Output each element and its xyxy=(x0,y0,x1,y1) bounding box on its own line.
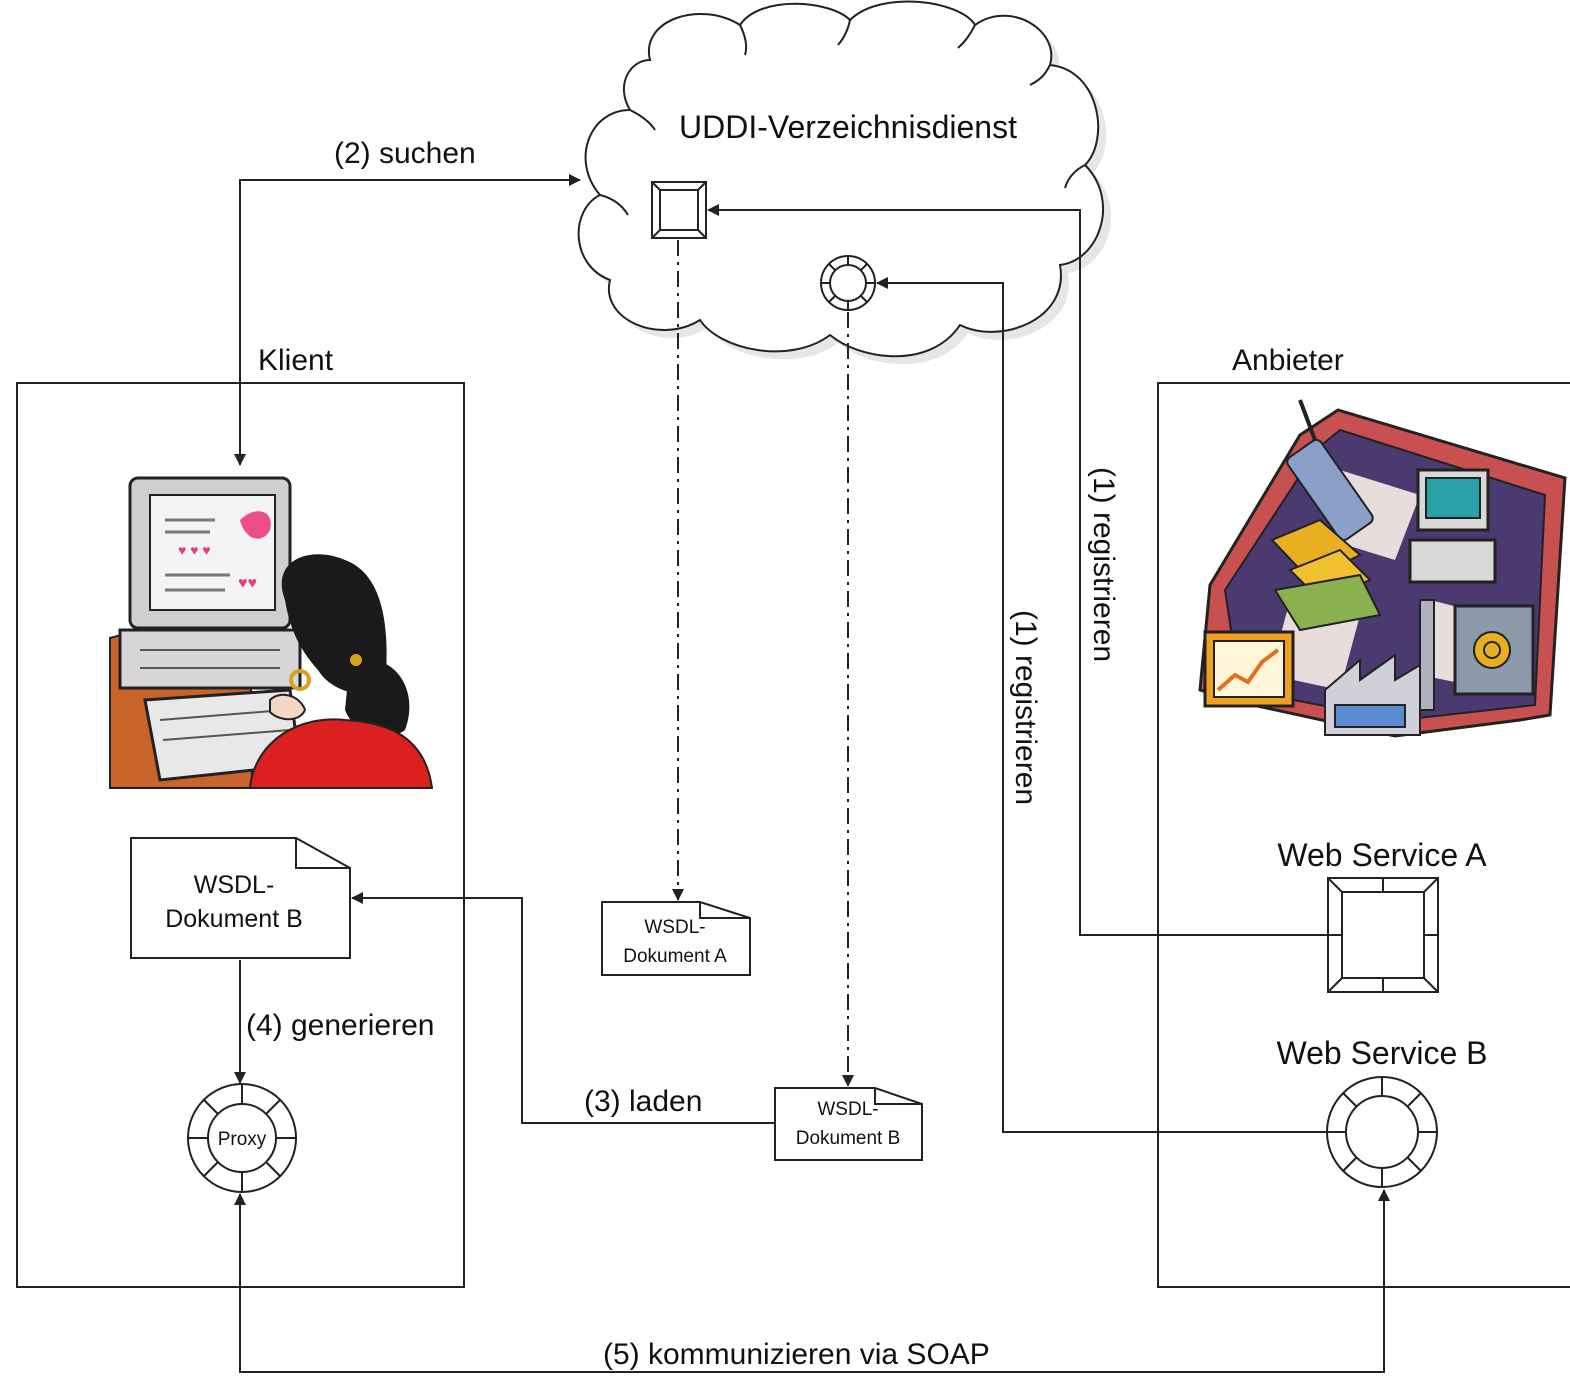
person-at-computer-icon: ♥ ♥ ♥ ♥♥ xyxy=(109,476,434,789)
communicate-label: (5) kommunizieren via SOAP xyxy=(603,1338,990,1371)
client-label: Klient xyxy=(258,344,334,377)
client-doc-line1: WSDL- xyxy=(194,871,275,899)
register-a-label: (1) registrieren xyxy=(1087,467,1120,662)
client-doc-line2: Dokument B xyxy=(165,905,303,933)
round-service-icon xyxy=(820,255,876,311)
uddi-cloud xyxy=(577,0,1112,365)
square-service-icon xyxy=(651,181,707,239)
wsdl-document-a xyxy=(601,901,751,976)
load-label: (3) laden xyxy=(584,1085,702,1118)
doc-a-line1: WSDL- xyxy=(644,917,705,938)
web-service-b-icon xyxy=(1326,1076,1438,1188)
wsdl-document-b xyxy=(774,1087,923,1161)
doc-b-line1: WSDL- xyxy=(817,1099,878,1120)
provider-label: Anbieter xyxy=(1232,344,1344,377)
web-service-a-label: Web Service A xyxy=(1277,837,1487,873)
provider-box xyxy=(1157,382,1570,1288)
load-arrow xyxy=(351,892,775,1124)
register-b-arrow xyxy=(876,277,1328,1133)
svg-text:♥ ♥ ♥: ♥ ♥ ♥ xyxy=(178,542,211,558)
cloud-title: UDDI-Verzeichnisdienst xyxy=(679,109,1017,145)
register-a-arrow xyxy=(707,204,1328,936)
business-assets-icon xyxy=(1198,399,1567,738)
doc-b-line2: Dokument B xyxy=(796,1128,901,1149)
client-wsdl-document xyxy=(130,837,351,959)
proxy-service-icon xyxy=(187,1083,297,1193)
generate-label: (4) generieren xyxy=(246,1009,434,1042)
search-label: (2) suchen xyxy=(334,137,476,170)
web-service-b-label: Web Service B xyxy=(1276,1035,1487,1071)
communicate-arrow xyxy=(234,1189,1390,1373)
doc-a-line2: Dokument A xyxy=(623,946,727,967)
web-service-a-icon xyxy=(1327,877,1439,993)
search-arrow xyxy=(234,174,581,466)
register-b-label: (1) registrieren xyxy=(1009,610,1042,805)
svg-text:♥♥: ♥♥ xyxy=(238,575,257,592)
proxy-label: Proxy xyxy=(218,1129,267,1150)
